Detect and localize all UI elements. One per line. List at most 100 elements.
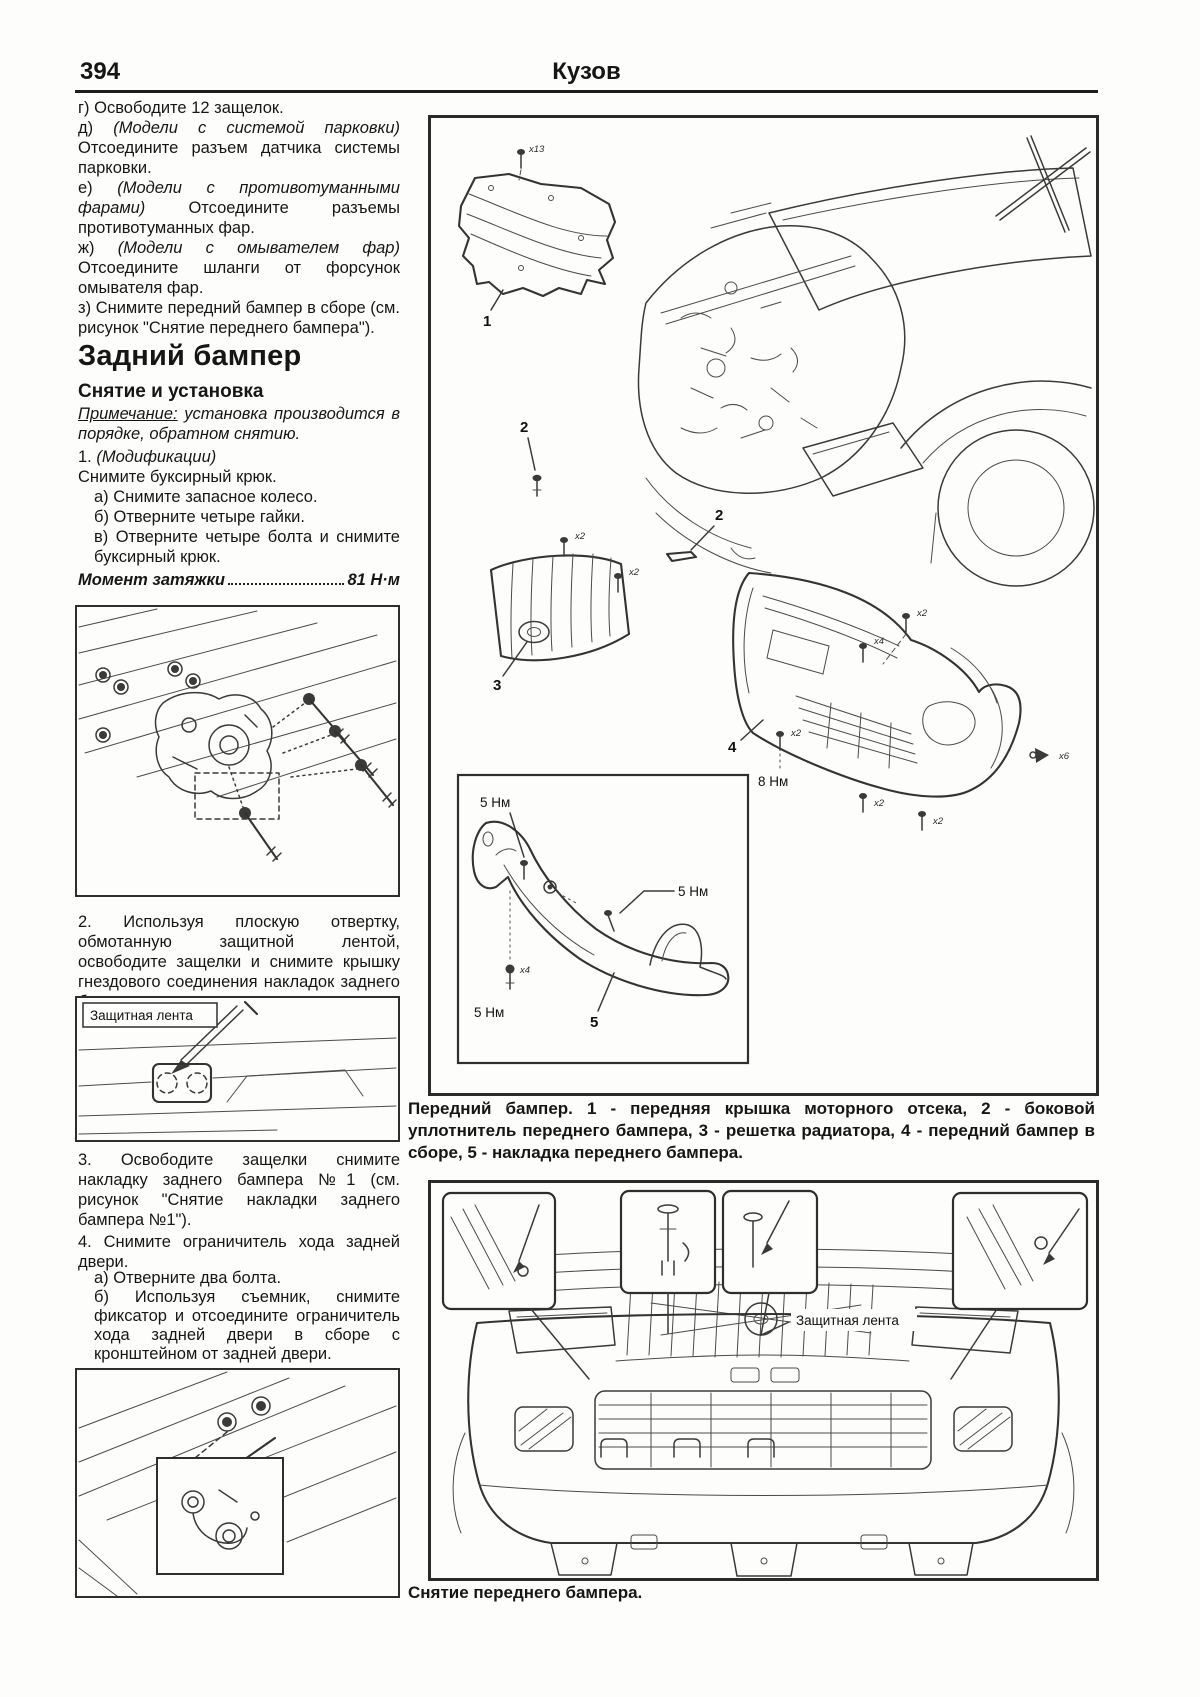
leader-line xyxy=(760,1321,790,1336)
step-1: 1. (Модификации) xyxy=(78,448,217,466)
leader-line xyxy=(619,890,675,914)
figure-protective-tape-rear: Защитная лента xyxy=(75,996,400,1142)
hood-open xyxy=(768,167,1092,311)
torque-value: 81 Н·м xyxy=(347,571,400,589)
sensor xyxy=(730,1367,760,1383)
car-body-lines xyxy=(78,1037,397,1135)
bumper-front-view xyxy=(452,1306,1075,1577)
part-number-label: 3 xyxy=(493,677,501,694)
leader-lines xyxy=(228,702,358,808)
bolt-count-label: x2 xyxy=(790,728,802,739)
page-title: Кузов xyxy=(552,58,621,85)
part-number-label: 2 xyxy=(715,507,723,524)
step-1b: б) Отверните четыре гайки. xyxy=(94,508,305,526)
alignment-outline xyxy=(194,772,280,820)
section-heading: Задний бампер xyxy=(78,340,302,372)
clip-position xyxy=(186,1072,208,1094)
bolt-icon xyxy=(902,613,910,633)
tow-hook-drawing xyxy=(78,608,397,862)
bolt-icon xyxy=(217,1396,271,1432)
leader-line xyxy=(490,289,504,311)
caption-front-bumper-removal: Снятие переднего бампера. xyxy=(408,1583,643,1602)
torque-spec: Момент затяжки 81 Н·м xyxy=(78,571,400,590)
intro-instructions: г) Освободите 12 защелок. д) (Модели с с… xyxy=(78,98,400,338)
engine-bay xyxy=(637,225,906,494)
leader-line xyxy=(597,972,615,1012)
fender-wheel xyxy=(900,380,1095,587)
step-4a: а) Отверните два болта. xyxy=(94,1269,282,1287)
leader-line xyxy=(502,641,528,677)
fog-lamp xyxy=(514,1406,1013,1452)
front-bumper-part: x2 x4 x2 8 Нм x2 x2 xyxy=(728,571,1070,831)
torque-label: Момент затяжки xyxy=(78,571,226,589)
grille-slats xyxy=(626,1281,874,1358)
tape-label-box: Защитная лента xyxy=(82,1002,218,1028)
bolt-icon xyxy=(560,537,568,557)
callout-box-mid-left xyxy=(619,1189,717,1295)
bolt-count-label: x2 xyxy=(574,531,586,542)
step-4: 4. Снимите ограничитель хода задней двер… xyxy=(78,1233,400,1271)
header-rule xyxy=(75,90,1098,93)
figure-front-bumper-removal: Защитная лента xyxy=(428,1180,1099,1581)
instruction-item: г) Освободите 12 защелок. xyxy=(78,99,284,117)
leader-line xyxy=(518,169,522,181)
callout-box-left xyxy=(441,1191,557,1311)
step-1a: а) Снимите запасное колесо. xyxy=(94,488,318,506)
note: Примечание: установка производится в пор… xyxy=(78,405,400,443)
torque-label: 8 Нм xyxy=(758,774,788,789)
limiter-hook-drawing xyxy=(181,1489,260,1550)
lower-pad-drawing xyxy=(471,820,730,997)
bolt-count-label: x6 xyxy=(1058,751,1070,762)
connector-cover xyxy=(151,1062,213,1104)
subsection-heading: Снятие и установка xyxy=(78,381,264,402)
instruction-item: з) Снимите передний бампер в сборе (см. … xyxy=(78,299,400,337)
limiter-inset-box xyxy=(156,1457,284,1575)
part-number-label: 1 xyxy=(483,313,491,330)
seal-clip-icon xyxy=(665,550,698,563)
bolt-count-label: x2 xyxy=(916,608,928,619)
bolt-count-label: x4 xyxy=(873,636,884,647)
clip-icon xyxy=(543,880,557,894)
bolt-icon xyxy=(776,731,784,751)
bolt-count-label: x4 xyxy=(519,965,530,976)
leader-line xyxy=(690,525,715,551)
side-seal-bolt-b: 2 xyxy=(665,507,723,563)
car-body-sketch xyxy=(637,135,1095,587)
step-1c: в) Отверните четыре болта и снимите букс… xyxy=(94,528,400,566)
door-limiter-drawing xyxy=(78,1371,397,1596)
bolt-icon xyxy=(520,860,528,880)
leader-line xyxy=(740,719,764,741)
tape-label-group: Защитная лента xyxy=(760,1309,917,1336)
bolt-count-label: x2 xyxy=(932,816,944,827)
instruction-item: д) (Модели с системой парковки) Отсоедин… xyxy=(78,119,400,177)
bolt-icon xyxy=(614,573,622,593)
part-number-label: 2 xyxy=(520,419,528,436)
bolt-count-label: x2 xyxy=(873,798,885,809)
step-3: 3. Освободите защелки снимите накладку з… xyxy=(78,1151,400,1229)
callout-box-right xyxy=(951,1191,1089,1311)
figure-door-limiter xyxy=(75,1368,400,1598)
bolt-icon xyxy=(859,793,867,813)
undercover-part: x13 1 xyxy=(457,144,617,330)
bolt-icon xyxy=(859,643,867,663)
step-2: 2. Используя плоскую отвертку, обмотанну… xyxy=(78,913,400,1011)
torque-label: 5 Нм xyxy=(474,1005,504,1020)
bolt-icon xyxy=(918,811,926,831)
front-bumper-exploded-drawing: x13 1 xyxy=(456,135,1095,1065)
bolt-icon xyxy=(604,910,615,932)
figure-tow-hook-bolts xyxy=(75,605,400,897)
center-intake xyxy=(594,1390,932,1470)
torque-label: 5 Нм xyxy=(678,884,708,899)
bolt-count-label: x2 xyxy=(628,567,640,578)
lower-pad-inset: 5 Нм xyxy=(456,773,750,1065)
lower-tabs xyxy=(550,1534,974,1577)
body-panel-lines xyxy=(78,608,397,798)
front-bumper-removal-drawing: Защитная лента xyxy=(441,1189,1089,1577)
bumper-lower-edge xyxy=(478,1484,1049,1496)
instruction-item: е) (Модели с противотуманными фарами) От… xyxy=(78,179,400,237)
dotted-leader xyxy=(228,583,345,585)
bolt-icon xyxy=(95,661,201,743)
instruction-item: ж) (Модели с омывателем фар) Отсоедините… xyxy=(78,239,400,297)
cowl-lines xyxy=(710,202,772,229)
